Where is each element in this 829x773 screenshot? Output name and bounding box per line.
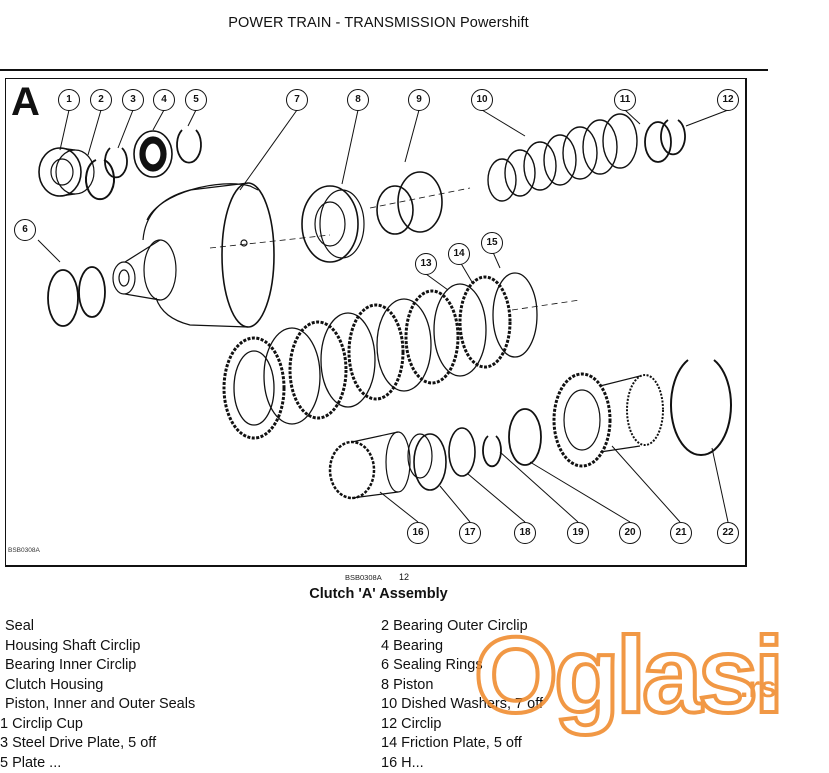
part-plate-pack	[224, 273, 537, 438]
callout-19: 19	[567, 522, 589, 544]
part-thrust-bearing	[449, 428, 475, 476]
part-piston	[302, 186, 364, 262]
part-retaining-ring	[509, 409, 541, 465]
callout-13: 13	[415, 253, 437, 275]
watermark-suffix: .rs	[740, 671, 777, 704]
part-clutch-housing	[113, 183, 274, 327]
callout-15: 15	[481, 232, 503, 254]
part-circlip-cup	[645, 122, 671, 162]
part-seal	[39, 148, 94, 196]
part-bearing	[134, 131, 172, 177]
part-snap-ring	[483, 436, 501, 466]
callout-11: 11	[614, 89, 636, 111]
legend-item: 8 Piston	[381, 676, 543, 696]
callout-5: 5	[185, 89, 207, 111]
callout-10: 10	[471, 89, 493, 111]
legend-item: 6 Sealing Rings	[381, 656, 543, 676]
callout-6: 6	[14, 219, 36, 241]
legend-item: 16 H...	[381, 754, 543, 773]
figure-code: BSB0308A	[345, 573, 382, 582]
legend-item: 5 Plate ...	[0, 754, 195, 773]
callout-7: 7	[286, 89, 308, 111]
legend-item: Bearing Inner Circlip	[0, 656, 195, 676]
callout-12: 12	[717, 89, 739, 111]
legend-item: 3 Steel Drive Plate, 5 off	[0, 734, 195, 754]
callout-18: 18	[514, 522, 536, 544]
callout-22: 22	[717, 522, 739, 544]
legend-item: 1 Circlip Cup	[0, 715, 195, 735]
figure-caption: Clutch 'A' Assembly	[0, 586, 757, 602]
legend-right-column: 2 Bearing Outer Circlip 4 Bearing 6 Seal…	[381, 617, 543, 773]
legend-left-column: Seal Housing Shaft Circlip Bearing Inner…	[0, 617, 195, 773]
part-large-circlip	[671, 360, 731, 455]
callout-3: 3	[122, 89, 144, 111]
legend-item: Seal	[0, 617, 195, 637]
part-bearing-inner-circlip	[177, 130, 201, 163]
part-bearing-outer-circlip	[86, 160, 114, 199]
part-sealing-ring	[79, 267, 105, 317]
page-number: 12	[399, 572, 409, 582]
callout-8: 8	[347, 89, 369, 111]
callout-9: 9	[408, 89, 430, 111]
legend-item: 2 Bearing Outer Circlip	[381, 617, 543, 637]
callout-20: 20	[619, 522, 641, 544]
figure-code-left: BSB0308A	[8, 547, 40, 554]
legend-item: 14 Friction Plate, 5 off	[381, 734, 543, 754]
part-gear-shaft	[330, 432, 432, 498]
legend-item: 4 Bearing	[381, 637, 543, 657]
callout-2: 2	[90, 89, 112, 111]
callout-16: 16	[407, 522, 429, 544]
callout-14: 14	[448, 243, 470, 265]
legend-item: Housing Shaft Circlip	[0, 637, 195, 657]
part-piston-seal	[398, 172, 442, 232]
legend-item: Piston, Inner and Outer Seals	[0, 695, 195, 715]
callout-21: 21	[670, 522, 692, 544]
legend-item: Clutch Housing	[0, 676, 195, 696]
callout-4: 4	[153, 89, 175, 111]
legend-item: 12 Circlip	[381, 715, 543, 735]
callout-17: 17	[459, 522, 481, 544]
callout-1: 1	[58, 89, 80, 111]
part-clutch-hub	[554, 374, 663, 466]
part-sealing-ring	[48, 270, 78, 326]
legend-item: 10 Dished Washers, 7 off	[381, 695, 543, 715]
exploded-diagram	[0, 0, 829, 580]
